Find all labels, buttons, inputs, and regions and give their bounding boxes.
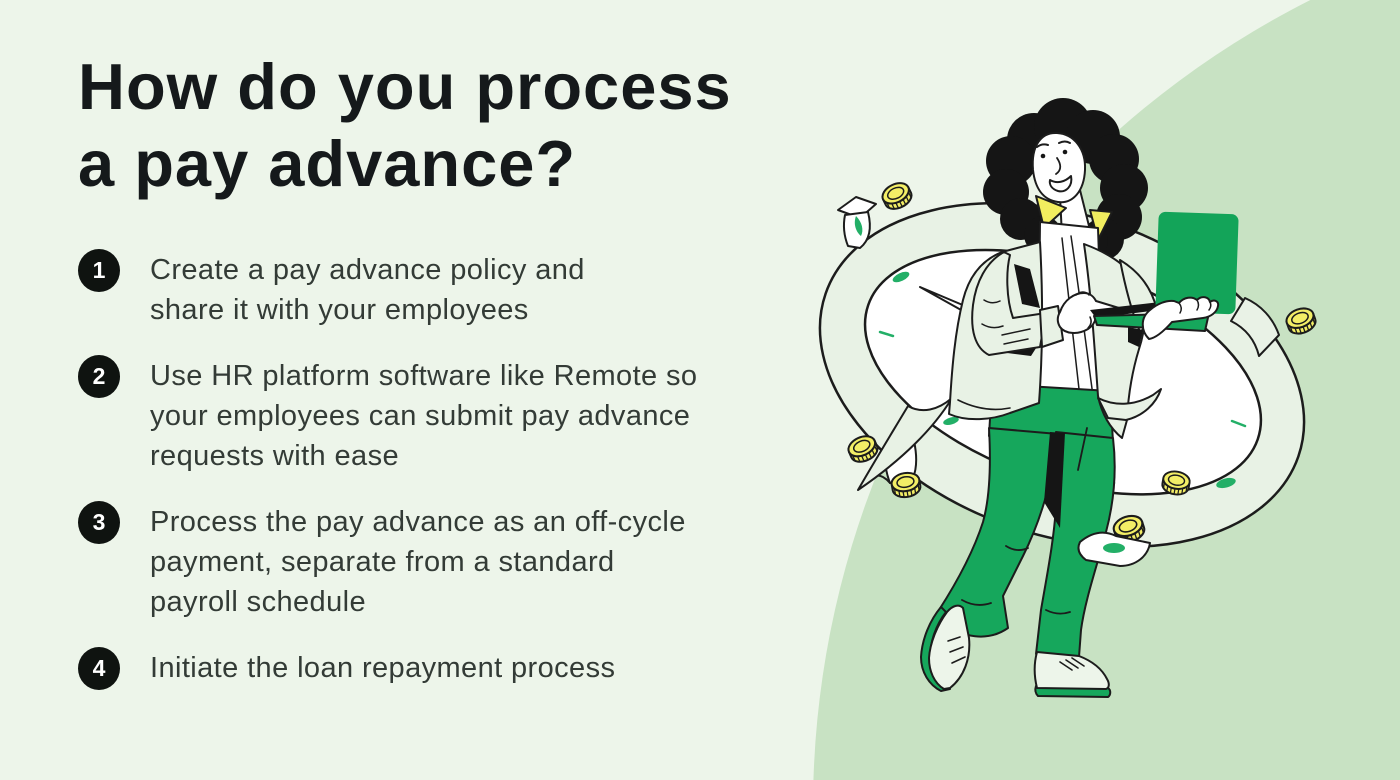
person-illustration — [857, 98, 1239, 698]
list-item-step-4: 4 Initiate the loan repayment process — [78, 647, 798, 690]
step-text: Use HR platform software like Remote so … — [150, 360, 698, 472]
steps-list: 1 Create a pay advance policy and share … — [78, 249, 798, 690]
laptop-screen — [1155, 211, 1239, 315]
step-number-badge: 3 — [78, 501, 120, 544]
list-item-step-3: 3 Process the pay advance as an off-cycl… — [78, 501, 798, 622]
shoes — [920, 604, 1112, 698]
coin-icon — [878, 178, 916, 214]
step-text: Initiate the loan repayment process — [150, 652, 616, 684]
green-confetti — [892, 271, 1236, 489]
face — [1031, 131, 1087, 204]
step-number-badge: 1 — [78, 249, 120, 292]
step-number-badge: 2 — [78, 355, 120, 398]
list-item-step-2: 2 Use HR platform software like Remote s… — [78, 355, 798, 476]
curved-note-icon — [1230, 297, 1280, 357]
step-text: Process the pay advance as an off-cycle … — [150, 506, 686, 618]
title-line-2: a pay advance? — [78, 127, 577, 200]
step-number-badge: 4 — [78, 647, 120, 690]
title-line-1: How do you process — [78, 50, 732, 123]
list-item-step-1: 1 Create a pay advance policy and share … — [78, 249, 798, 330]
money-note-icon — [1077, 531, 1151, 567]
step-text: Create a pay advance policy and share it… — [150, 254, 585, 326]
folded-receipt-icon — [837, 196, 877, 249]
collar — [1035, 195, 1113, 241]
holding-hand — [1141, 296, 1220, 340]
